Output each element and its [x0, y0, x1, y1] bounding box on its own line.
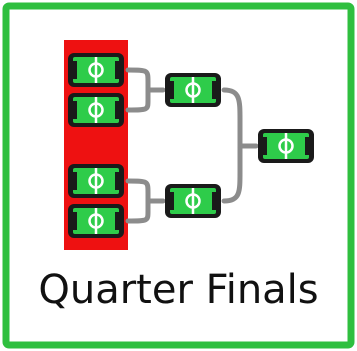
caption-label: Quarter Finals — [38, 267, 319, 313]
quarter-final-3-pitch-icon — [66, 162, 126, 200]
quarter-final-4-pitch-icon — [66, 202, 126, 240]
quarter-final-1-pitch-icon — [66, 51, 126, 89]
final-pitch-icon — [256, 127, 316, 165]
semi-final-2-pitch-icon — [163, 182, 223, 220]
quarter-final-2-pitch-icon — [66, 91, 126, 129]
semi-final-1-pitch-icon — [163, 71, 223, 109]
bracket-lines — [125, 67, 259, 224]
